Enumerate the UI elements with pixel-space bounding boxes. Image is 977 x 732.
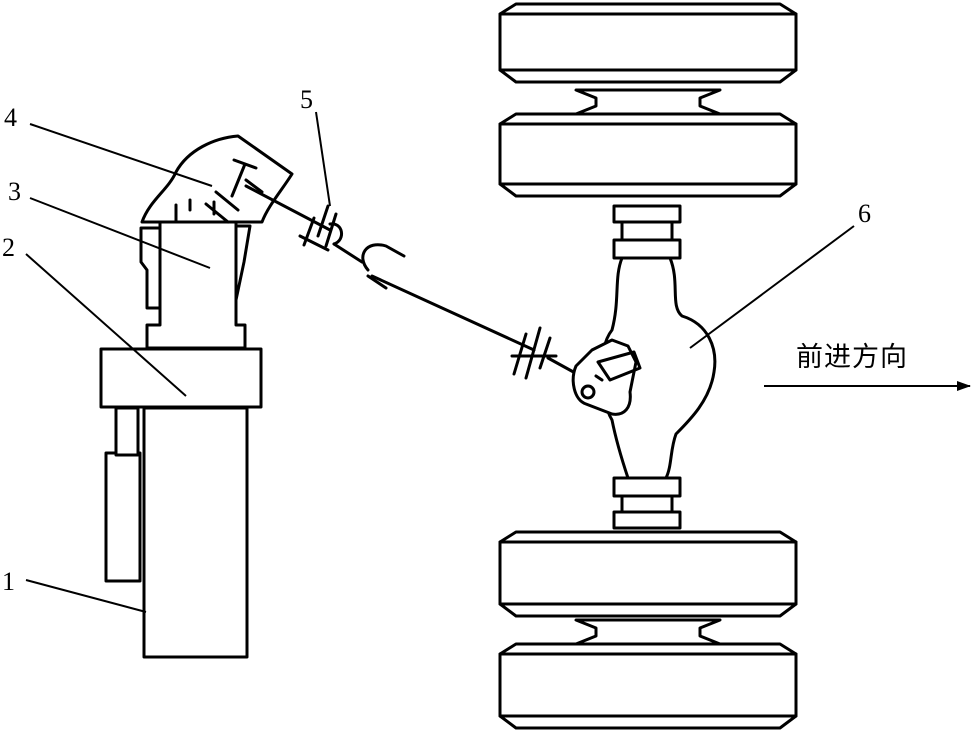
wheel-bottom-outer — [498, 642, 798, 730]
transfer-case — [140, 134, 294, 224]
label-2: 2 — [2, 233, 15, 262]
label-6: 6 — [858, 199, 871, 228]
wheel-top-outer — [498, 2, 798, 84]
label-4: 4 — [4, 103, 17, 132]
front-axle — [571, 204, 717, 530]
leader-lines — [25, 111, 855, 613]
wheel-top-inner — [498, 112, 798, 198]
direction-label: 前进方向 — [796, 342, 908, 373]
label-5: 5 — [300, 85, 313, 114]
wheels — [498, 2, 798, 730]
wheel-bottom-inner — [498, 530, 798, 618]
engine-block — [104, 406, 249, 659]
gearbox — [139, 220, 252, 350]
clutch-housing — [99, 347, 263, 409]
label-3: 3 — [8, 177, 21, 206]
propeller-shaft — [244, 184, 590, 382]
label-1: 1 — [2, 567, 15, 596]
